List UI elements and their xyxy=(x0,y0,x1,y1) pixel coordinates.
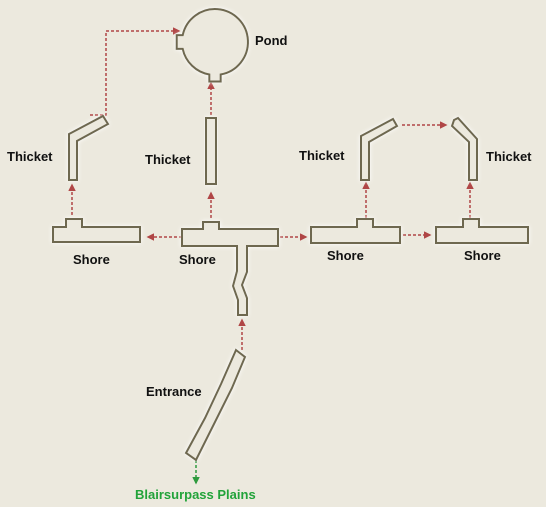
label-pond: Pond xyxy=(255,33,288,48)
paths xyxy=(68,27,474,485)
exit-label[interactable]: Blairsurpass Plains xyxy=(135,487,256,502)
area-shore-center[interactable] xyxy=(181,221,279,316)
area-thicket-upper-left[interactable] xyxy=(68,114,110,181)
area-thicket-right-a[interactable] xyxy=(360,117,399,181)
area-entrance[interactable] xyxy=(184,348,247,462)
area-shore-right-b[interactable] xyxy=(435,218,529,244)
area-shore-left[interactable] xyxy=(52,218,141,243)
label-entrance: Entrance xyxy=(146,384,202,399)
link-thicket-to-pond xyxy=(90,27,181,116)
label-thicket-right-b: Thicket xyxy=(486,149,532,164)
areas xyxy=(52,8,529,462)
label-shore-center: Shore xyxy=(179,252,216,267)
area-thicket-right-b[interactable] xyxy=(450,116,478,181)
area-pond[interactable] xyxy=(175,8,249,83)
label-shore-right-b: Shore xyxy=(464,248,501,263)
area-thicket-center[interactable] xyxy=(205,117,217,185)
label-thicket-right-a: Thicket xyxy=(299,148,345,163)
area-shore-right-a[interactable] xyxy=(310,218,401,244)
label-thicket-upper-left: Thicket xyxy=(7,149,53,164)
label-thicket-center: Thicket xyxy=(145,152,191,167)
label-shore-left: Shore xyxy=(73,252,110,267)
label-shore-right-a: Shore xyxy=(327,248,364,263)
